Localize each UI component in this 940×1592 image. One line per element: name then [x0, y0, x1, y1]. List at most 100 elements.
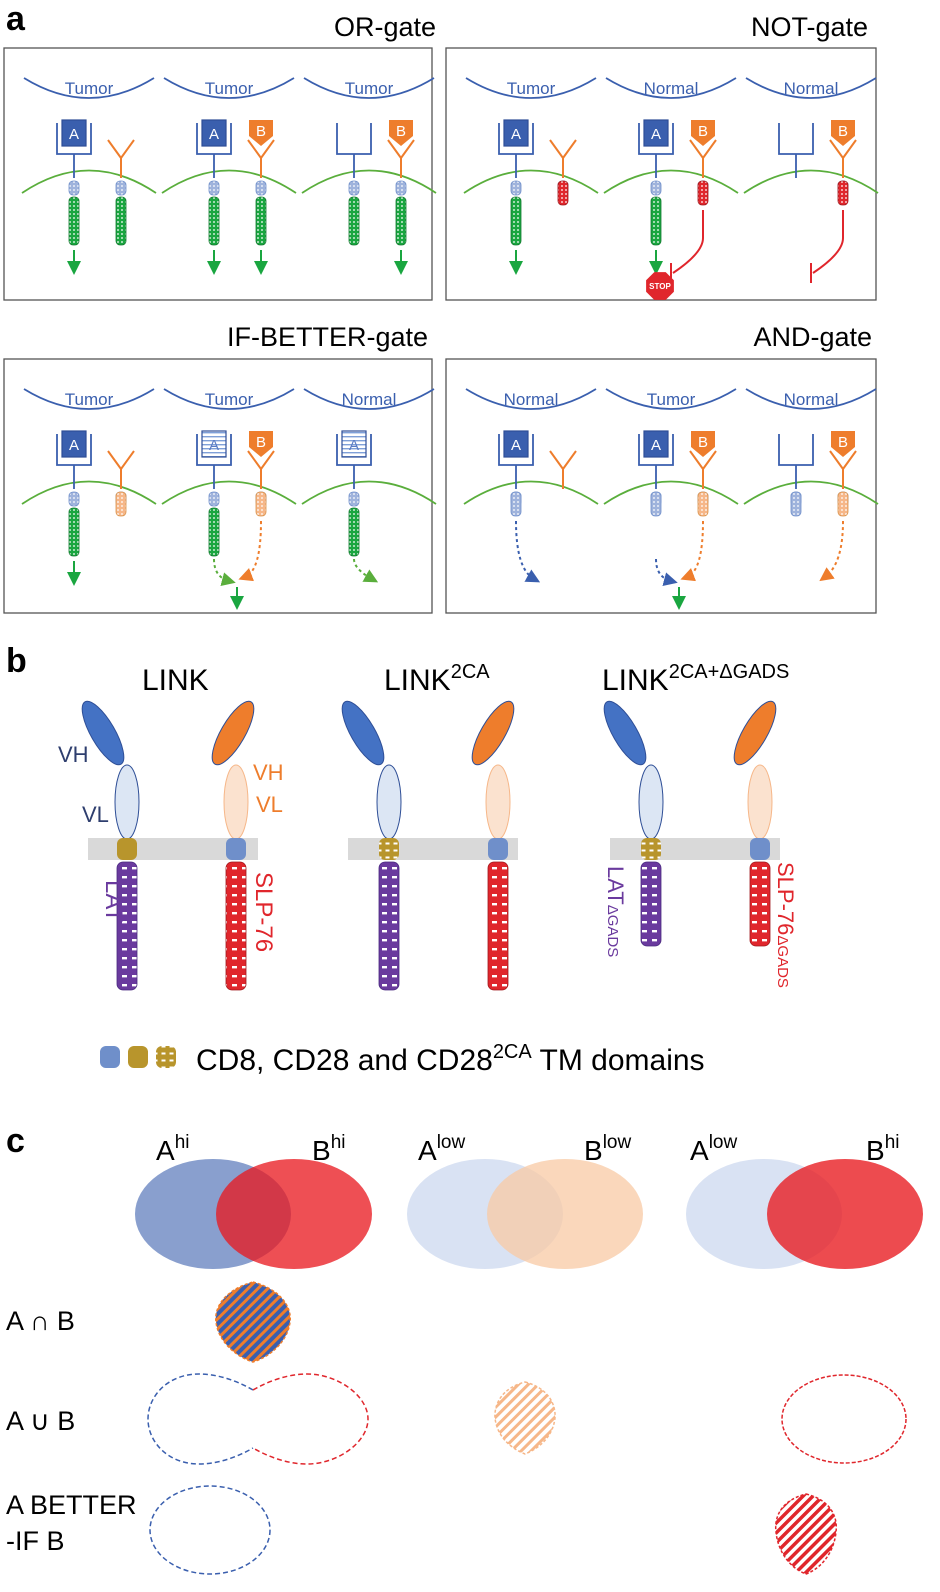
receptor-b-y — [107, 450, 135, 489]
construct-titles: LINK LINK2CA LINK2CA+ΔGADS — [142, 661, 789, 697]
tm-domain-cd8 — [750, 838, 770, 860]
dotted-signal-arrow — [515, 520, 541, 583]
tm-segment — [395, 180, 407, 196]
antigen-b-pentagon — [691, 120, 715, 146]
construct-sup-2ca: 2CA — [451, 661, 491, 683]
antigen-a-box — [61, 119, 87, 147]
receptor-b-y — [689, 139, 717, 178]
antigen-a-box — [61, 430, 87, 458]
antigen-b-letter: B — [698, 434, 708, 451]
cell-type-label: Tumor — [205, 390, 254, 409]
cell-type-label: Tumor — [205, 79, 254, 98]
cell-type-label: Normal — [644, 79, 699, 98]
label-vh-left: VH — [58, 742, 89, 767]
dotted-signal-arrow — [213, 558, 236, 586]
gate-frame-not — [445, 47, 877, 301]
better-if-shape-low-hi — [774, 1493, 838, 1575]
gate-title-and: AND-gate — [753, 322, 872, 352]
antigen-a-letter: A — [651, 437, 661, 454]
construct-sup-2ca-gads: 2CA+ΔGADS — [669, 661, 790, 683]
signaling-tail-orange — [837, 491, 849, 517]
union-outline-b — [252, 1373, 369, 1465]
signaling-tail-green — [395, 196, 407, 246]
tm-segment — [348, 491, 360, 507]
signaling-tail-red — [557, 180, 569, 206]
tm-segment — [68, 491, 80, 507]
construct-title-link-2ca-gads: LINK2CA+ΔGADS — [602, 661, 789, 697]
construct-link-2ca-gads: LATΔGADS SLP-76ΔGADS — [603, 700, 798, 988]
cell-type-label: Normal — [784, 390, 839, 409]
venn-column-low-low: Alow Blow — [407, 1132, 643, 1269]
lat-dgads-domain — [640, 861, 662, 947]
signaling-tail-blue — [650, 491, 662, 517]
receptor-b-y — [549, 139, 577, 178]
antigen-b-letter: B — [698, 123, 708, 140]
tm-segment — [255, 180, 267, 196]
venn-column-low-hi: Alow Bhi — [686, 1132, 923, 1269]
set-b-label: Bhi — [866, 1132, 899, 1166]
t-cell-membrane — [301, 169, 437, 194]
panel-a-letter: a — [6, 0, 26, 38]
antigen-a-letter: A — [209, 437, 219, 454]
slp76-domain — [487, 861, 509, 991]
antigen-b-letter: B — [838, 434, 848, 451]
cell-type-label: Normal — [504, 390, 559, 409]
construct-title-link-2ca: LINK2CA — [384, 661, 490, 697]
vl-domain-orange — [223, 764, 249, 840]
receptor-b-y — [689, 450, 717, 489]
tm-segment — [650, 180, 662, 196]
antigen-b-pentagon — [249, 431, 273, 457]
cell-type-label: Tumor — [345, 79, 394, 98]
antigen-a-box — [341, 430, 367, 458]
receptor-b-y — [107, 139, 135, 178]
target-cell-membrane — [605, 77, 737, 99]
antigen-b-pentagon — [831, 431, 855, 457]
cell-type-label: Tumor — [507, 79, 556, 98]
set-a-label: Alow — [690, 1132, 737, 1166]
stop-sign-icon — [646, 272, 674, 300]
label-vh-right: VH — [253, 760, 284, 785]
vh-domain-orange — [471, 700, 515, 766]
signaling-tail-blue — [790, 491, 802, 517]
receptor-a-cup — [638, 123, 674, 178]
tm-domain-cd28-2ca — [379, 838, 399, 860]
row-label-union: A ∪ B — [6, 1406, 75, 1436]
t-cell-membrane — [743, 169, 879, 194]
antigen-a-box — [503, 430, 529, 458]
antigen-b-letter: B — [256, 123, 266, 140]
set-b-ellipse — [487, 1159, 643, 1269]
tm-domain-cd28-2ca — [641, 838, 661, 860]
slp76-domain — [225, 861, 247, 991]
label-slp76: SLP-76 — [250, 872, 277, 952]
antigen-a-box — [503, 119, 529, 147]
label-vl-left: VL — [82, 802, 109, 827]
stop-sign-label: STOP — [649, 282, 671, 291]
target-cell-membrane — [745, 77, 877, 99]
antigen-a-letter: A — [69, 126, 79, 143]
receptor-b-y — [387, 139, 415, 178]
target-cell-membrane — [303, 388, 435, 410]
gate-frame-and — [445, 358, 877, 614]
better-if-outline-a — [149, 1485, 271, 1575]
target-cell-membrane — [745, 388, 877, 410]
lat-domain — [378, 861, 400, 991]
union-shape-low-low — [494, 1381, 556, 1455]
signaling-tail-red — [837, 180, 849, 206]
antigen-a-letter: A — [209, 126, 219, 143]
gate-title-if-better: IF-BETTER-gate — [227, 322, 428, 352]
legend-text: CD8, CD28 and CD282CA TM domains — [196, 1041, 705, 1077]
signaling-tail-blue — [510, 491, 522, 517]
signaling-tail-orange — [697, 491, 709, 517]
venn-column-hi-hi: Ahi Bhi — [135, 1132, 372, 1269]
set-b-label: Blow — [584, 1132, 631, 1166]
t-cell-membrane — [463, 480, 599, 505]
tm-legend: CD8, CD28 and CD282CA TM domains — [100, 1041, 705, 1077]
receptor-a-cup — [336, 123, 372, 178]
